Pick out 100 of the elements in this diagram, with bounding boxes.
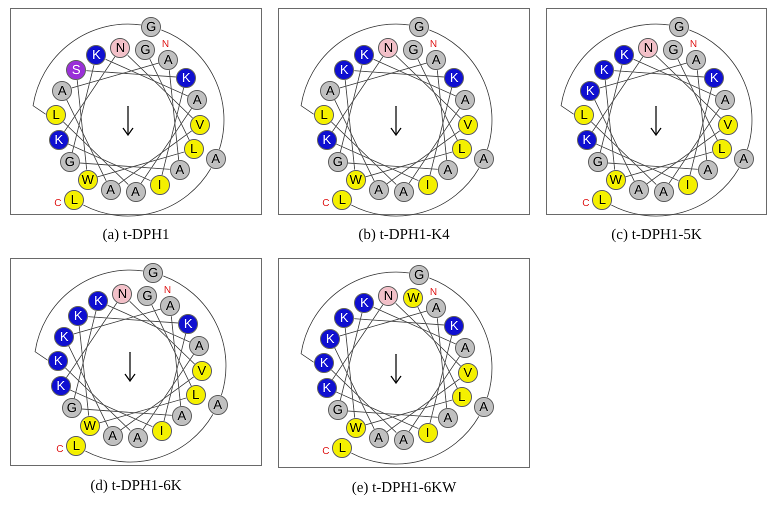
residue-circle: G [328, 152, 348, 172]
residue-circle: A [455, 338, 476, 358]
residue-circle: A [158, 50, 178, 70]
residue-circle: V [458, 363, 478, 384]
residue-circle: K [178, 314, 198, 334]
residue-circle: W [403, 288, 424, 308]
terminus-label: N [164, 286, 172, 296]
connector-line [373, 58, 457, 97]
connector-line [82, 168, 212, 216]
connector-line [408, 356, 460, 432]
residue-circle: A [172, 406, 192, 426]
connector-line [118, 130, 192, 184]
residue-circle: I [150, 174, 170, 195]
residue-circle: W [78, 170, 98, 190]
connector-line [354, 70, 445, 78]
residue-circle: S [66, 60, 86, 80]
connector-line [386, 378, 460, 432]
connector-line [73, 308, 162, 334]
residue-circle: A [187, 90, 208, 110]
terminus-label: N [430, 40, 438, 50]
connector-line [334, 99, 375, 182]
connector-line [330, 121, 397, 186]
residue-circle: V [458, 115, 478, 136]
connector-line [417, 58, 458, 141]
connector-line [347, 162, 438, 170]
residue-circle: I [418, 174, 438, 195]
connector-line [655, 54, 722, 119]
residue-circle: N [638, 38, 658, 58]
residue-circle: A [320, 80, 340, 101]
residue-circle: G [669, 16, 690, 37]
connector-line [339, 310, 428, 336]
connector-line [74, 310, 96, 400]
residue-circle: K [48, 350, 68, 371]
connector-line [151, 304, 192, 387]
residue-circle: G [403, 40, 424, 60]
connector-line [68, 345, 109, 428]
connector-line [170, 316, 182, 407]
connector-line [72, 64, 94, 154]
residue-circle: L [452, 387, 472, 408]
connector-line [330, 369, 397, 434]
connector-line [160, 29, 224, 150]
residue-circle: K [354, 293, 374, 314]
connector-line [590, 121, 657, 186]
residue-circle: A [102, 426, 123, 446]
residue-circle: L [186, 385, 206, 406]
connector-line [66, 302, 118, 378]
connector-line [364, 152, 453, 178]
connector-line [86, 70, 177, 78]
connector-line [62, 121, 129, 186]
connector-line [633, 58, 717, 97]
residue-circle: W [80, 416, 100, 436]
residue-circle: A [426, 50, 446, 70]
connector-line [610, 168, 740, 216]
connector-line [436, 70, 448, 161]
residue-circle: L [332, 190, 352, 210]
connector-line [696, 70, 708, 161]
connector-line [64, 367, 131, 432]
panel-caption: (c) t-DPH1-5K [611, 227, 702, 244]
connector-line [142, 354, 194, 430]
residue-circle: G [409, 264, 430, 285]
connector-line [96, 152, 185, 178]
residue-circle: G [409, 16, 430, 37]
connector-line [162, 275, 226, 396]
connector-line [428, 29, 492, 150]
connector-line [79, 162, 170, 170]
connector-line [339, 62, 428, 88]
terminus-label: C [56, 445, 64, 456]
residue-circle: A [160, 296, 180, 316]
residue-circle: L [452, 139, 472, 160]
residue-circle: K [576, 130, 597, 150]
connector-line [168, 70, 180, 161]
connector-line [334, 347, 375, 430]
connector-line [395, 54, 462, 119]
connector-line [599, 62, 688, 88]
residue-circle: N [378, 286, 398, 306]
connector-line [344, 327, 356, 418]
connector-line [98, 398, 187, 424]
residue-circle: L [712, 139, 732, 160]
connector-line [560, 24, 670, 115]
residue-circle: A [52, 80, 72, 101]
connector-line [688, 29, 752, 150]
connector-line [64, 56, 116, 132]
residue-circle: L [66, 436, 86, 456]
connector-line [162, 86, 184, 176]
residue-circle: N [110, 38, 130, 58]
connector-line [624, 152, 713, 178]
connector-line [164, 332, 186, 422]
terminus-label: N [162, 40, 170, 50]
connector-line [350, 416, 480, 464]
connector-line [354, 318, 445, 326]
residue-circle: K [316, 130, 337, 150]
connector-line [364, 400, 453, 426]
residue-circle: K [704, 68, 724, 88]
residue-circle: A [474, 397, 494, 418]
terminus-label: C [582, 199, 590, 210]
connector-line [332, 304, 384, 380]
connector-line [344, 79, 356, 170]
residue-circle: A [686, 50, 706, 70]
connector-line [386, 130, 460, 184]
residue-circle: A [189, 336, 210, 356]
